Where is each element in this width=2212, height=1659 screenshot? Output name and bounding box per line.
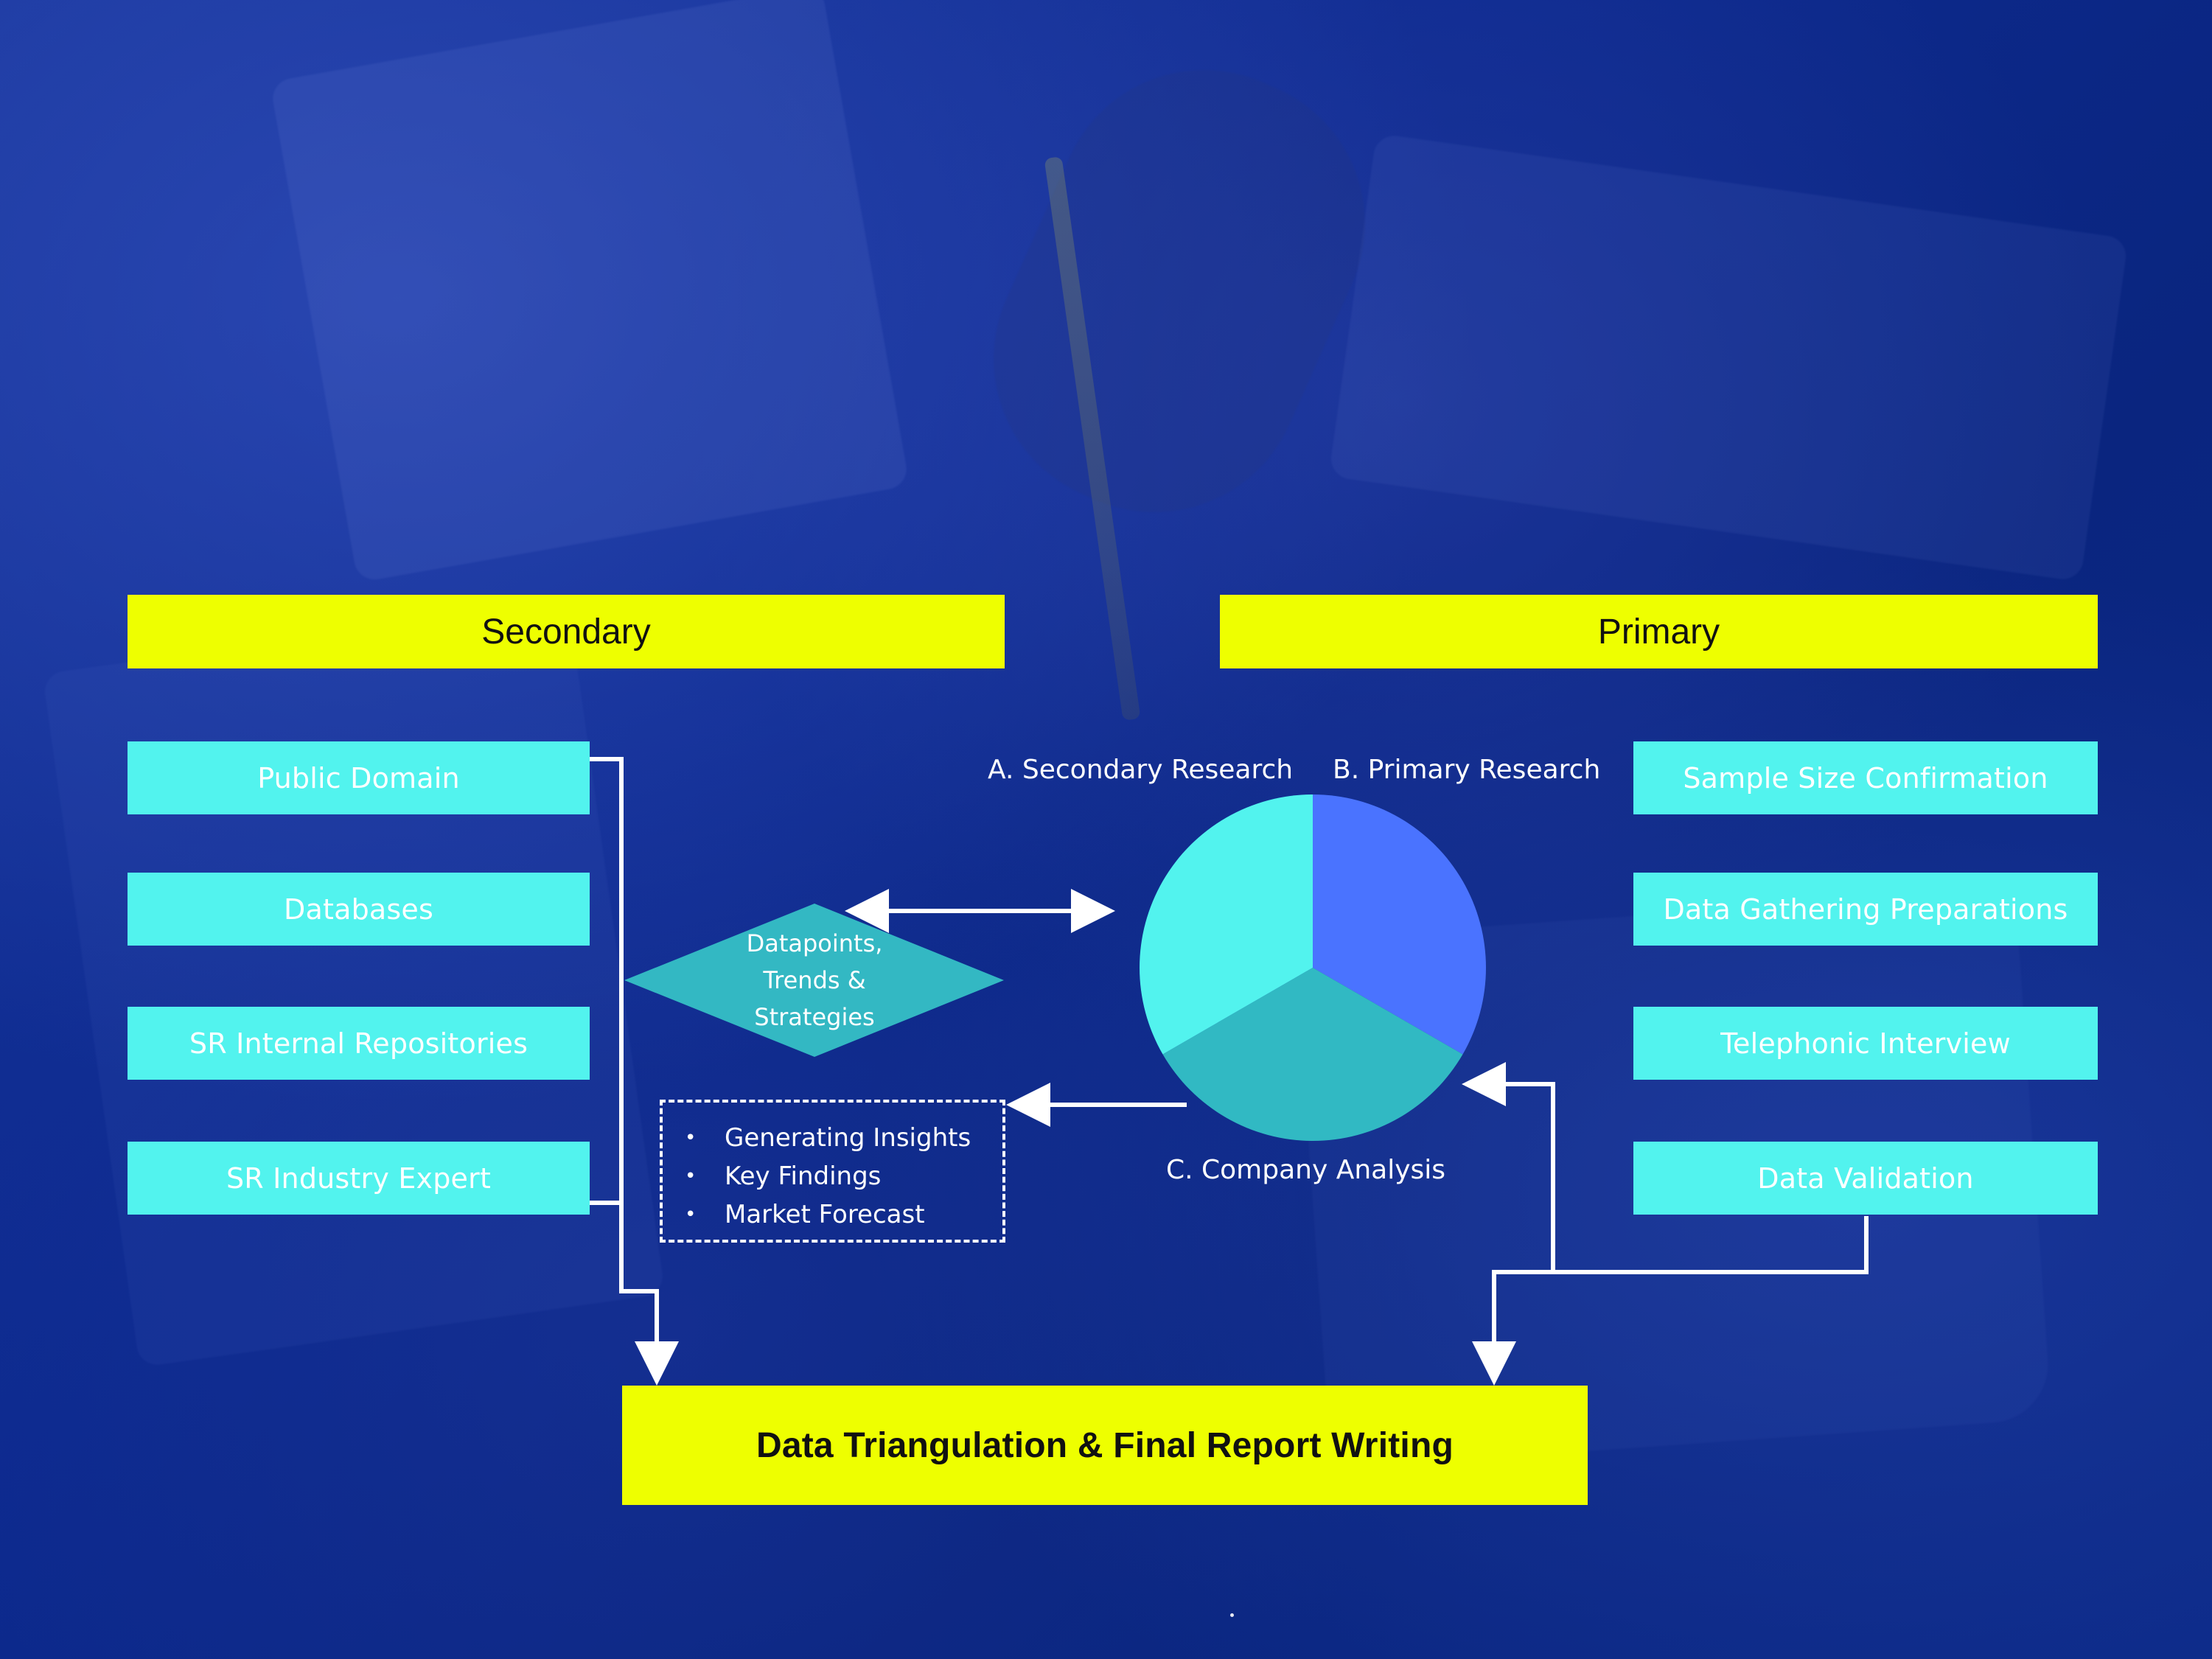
primary-header: Primary [1220,595,2098,668]
primary-step-data-gathering-preparations: Data Gathering Preparations [1633,873,2098,946]
validation-to-pie-arrow [1462,1062,1555,1272]
primary-step-data-validation: Data Validation [1633,1142,2098,1215]
pie-label-primary-research: B. Primary Research [1333,755,1601,785]
final-report-box: Data Triangulation & Final Report Writin… [622,1386,1588,1505]
datapoints-diamond-shape [624,904,1004,1057]
pie-slice-company-analysis [1162,968,1463,1141]
insight-item: Market Forecast [685,1195,985,1234]
secondary-to-final-arrow [619,1203,679,1386]
primary-step-sample-size-confirmation: Sample Size Confirmation [1633,741,2098,814]
small-dot-mark [1230,1613,1234,1617]
secondary-source-industry-expert: SR Industry Expert [128,1142,590,1215]
secondary-source-databases: Databases [128,873,590,946]
diamond-label-line: Datapoints, [746,929,883,957]
datapoints-trends-strategies-label: Datapoints, Trends & Strategies [697,925,932,1035]
diamond-label-line: Trends & [763,966,866,994]
pie-slice-primary-research [1140,794,1313,1055]
research-pie-chart [1140,794,1486,1141]
insights-box: Generating Insights Key Findings Market … [660,1100,1005,1243]
primary-step-telephonic-interview: Telephonic Interview [1633,1007,2098,1080]
insight-item: Key Findings [685,1157,985,1195]
validation-to-final-arrow [1472,1216,1869,1386]
pie-label-secondary-research: A. Secondary Research [988,755,1294,785]
secondary-source-public-domain: Public Domain [128,741,590,814]
insights-list: Generating Insights Key Findings Market … [685,1119,985,1234]
insight-item: Generating Insights [685,1119,985,1157]
secondary-bracket-connector [590,757,624,1205]
secondary-source-internal-repositories: SR Internal Repositories [128,1007,590,1080]
secondary-header: Secondary [128,595,1005,668]
pie-slice-secondary-research [1313,794,1486,1055]
diamond-label-line: Strategies [754,1003,875,1031]
pie-label-company-analysis: C. Company Analysis [1166,1155,1446,1185]
